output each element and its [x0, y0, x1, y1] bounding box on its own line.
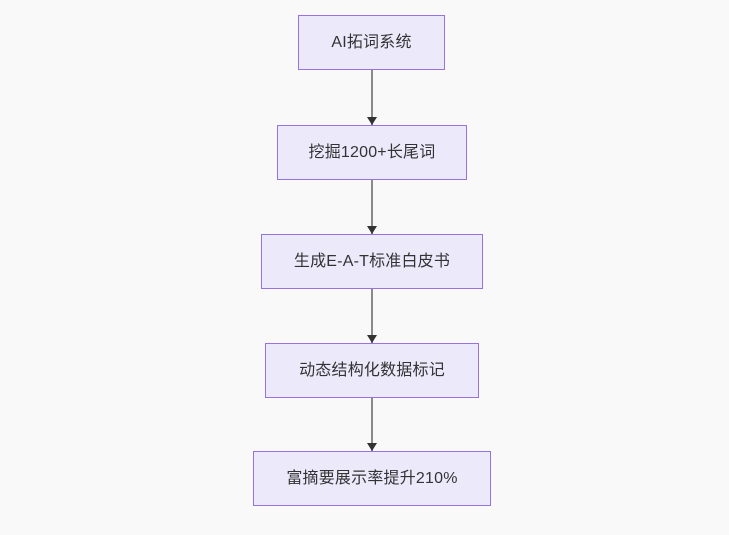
edge-line [371, 180, 373, 234]
flow-node-label: 挖掘1200+长尾词 [308, 143, 436, 161]
flow-node-label: 富摘要展示率提升210% [286, 469, 458, 487]
flow-node-label: AI拓词系统 [331, 33, 412, 51]
flow-node-dynamic-structured-data-markup[interactable]: 动态结构化数据标记 [265, 343, 479, 398]
flow-node-generate-eat-whitepaper[interactable]: 生成E-A-T标准白皮书 [261, 234, 483, 289]
flow-node-rich-snippet-impression-lift[interactable]: 富摘要展示率提升210% [253, 451, 491, 506]
arrowhead-icon [367, 226, 377, 234]
flow-node-mine-longtail-keywords[interactable]: 挖掘1200+长尾词 [277, 125, 467, 180]
arrowhead-icon [367, 335, 377, 343]
flow-node-ai-keyword-system[interactable]: AI拓词系统 [298, 15, 445, 70]
edge-line [371, 398, 373, 451]
flow-node-label: 动态结构化数据标记 [299, 361, 445, 379]
flow-node-label: 生成E-A-T标准白皮书 [293, 252, 451, 270]
edge-line [371, 289, 373, 343]
edge-line [371, 70, 373, 125]
arrowhead-icon [367, 117, 377, 125]
arrowhead-icon [367, 443, 377, 451]
